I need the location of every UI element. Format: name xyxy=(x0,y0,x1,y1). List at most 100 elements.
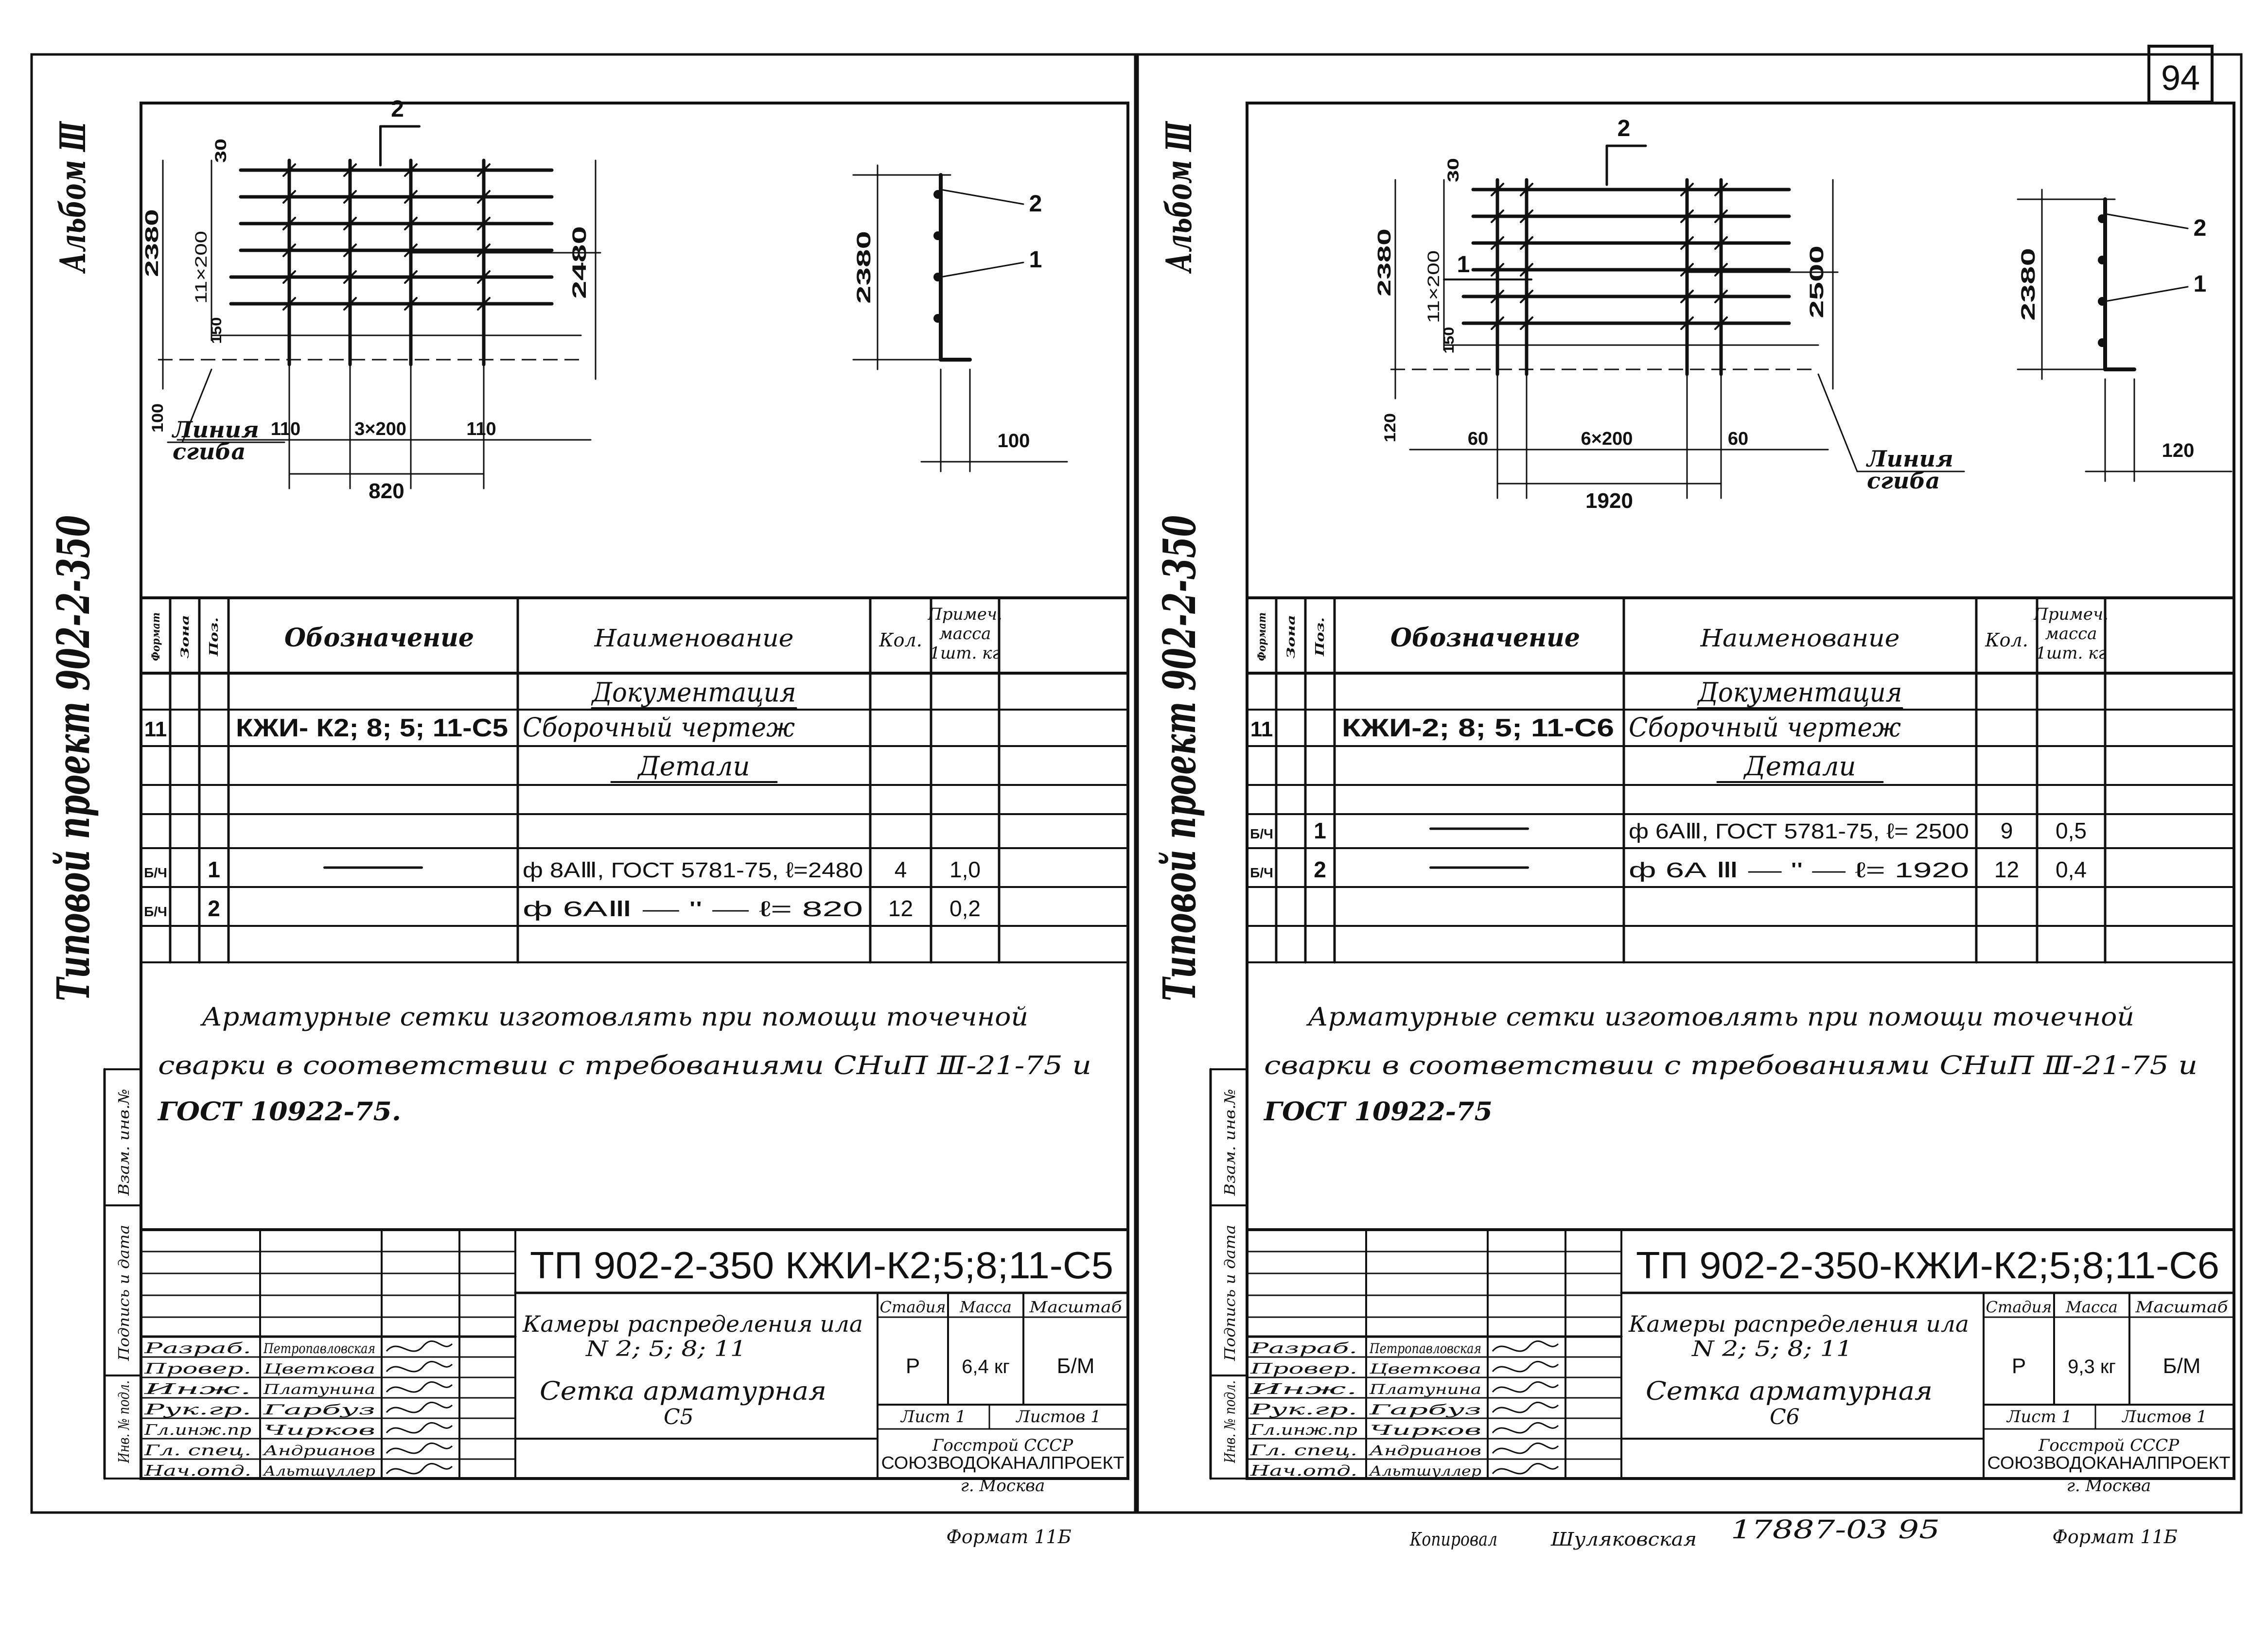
dim-30: 30 xyxy=(1444,158,1462,182)
mass-label: Масса xyxy=(959,1298,1012,1316)
margin-label-replace: Взам. инв.№ xyxy=(1222,1089,1239,1196)
callout-side-1: 1 xyxy=(1029,247,1042,273)
album-label: Альбом Ⅲ xyxy=(52,121,93,274)
dim-profile-height: 2380 xyxy=(853,231,875,304)
dim-width: 820 xyxy=(369,479,404,503)
copied-name: Шуляковская xyxy=(1550,1529,1697,1550)
dim-low: 100 xyxy=(149,403,166,433)
person-name: Андрианов xyxy=(1368,1443,1481,1459)
person-role: Нач.отд. xyxy=(144,1462,251,1479)
row-qty: 12 xyxy=(888,896,913,921)
header-zone: Зона xyxy=(1285,615,1298,659)
person-role: Рук.гр. xyxy=(143,1401,251,1418)
dim-edge-right: 110 xyxy=(466,419,496,439)
row-pos: 1 xyxy=(208,857,220,882)
signature xyxy=(386,1422,453,1434)
dim-150: 150 xyxy=(1441,327,1457,354)
signature xyxy=(386,1462,453,1475)
header-note-3: 1шт. кг xyxy=(2036,644,2106,663)
drawing-code: ТП 902-2-350 КЖИ-К2;5;8;11-С5 xyxy=(530,1244,1113,1287)
dim-30: 30 xyxy=(212,139,229,163)
row-name: Сборочный чертеж xyxy=(523,712,795,743)
callout-side-2: 2 xyxy=(2194,215,2207,241)
callout-side-2: 2 xyxy=(1029,191,1042,217)
row-name: ф 8АⅢ, ГОСТ 5781-75, ℓ=2480 xyxy=(523,858,863,882)
row-format: Б/Ч xyxy=(1250,826,1273,841)
header-pos: Поз. xyxy=(1313,617,1327,657)
sheets-count: Листов 1 xyxy=(2121,1407,2207,1427)
object-name: Камеры распределения ила xyxy=(522,1311,863,1337)
signature xyxy=(386,1381,453,1393)
org-city: г. Москва xyxy=(2067,1476,2151,1496)
person-role: Провер. xyxy=(1249,1360,1357,1377)
header-note-1: Примеч. xyxy=(927,605,1002,624)
row-note: 0,5 xyxy=(2056,818,2087,843)
row-pos: 2 xyxy=(1314,857,1326,882)
row-note: 0,2 xyxy=(949,896,981,921)
header-qty: Кол. xyxy=(1985,629,2028,651)
scale-value: Б/М xyxy=(1057,1354,1095,1378)
signature xyxy=(386,1401,453,1413)
dim-spacing: 6×200 xyxy=(1581,429,1633,449)
callout-left-1: 1 xyxy=(1457,252,1470,278)
item-code: С6 xyxy=(1770,1405,1800,1429)
signature xyxy=(386,1340,453,1352)
row-note: 0,4 xyxy=(2056,857,2087,882)
row-note: 1,0 xyxy=(949,857,981,882)
dim-overall-height: 2480 xyxy=(569,226,590,299)
row-pos: 1 xyxy=(1314,818,1326,843)
person-name: Андрианов xyxy=(262,1443,375,1459)
header-qty: Кол. xyxy=(879,629,922,651)
dim-profile-width: 100 xyxy=(998,430,1030,452)
header-zone: Зона xyxy=(179,615,192,659)
signature xyxy=(1492,1442,1559,1454)
header-name: Наименование xyxy=(1700,624,1899,652)
page-number: 94 xyxy=(2161,59,2200,98)
row-name: ф 6А Ⅲ — " — ℓ= 1920 xyxy=(1629,858,1969,882)
section-details: Детали xyxy=(637,751,750,782)
dim-overall-height: 2500 xyxy=(1806,245,1828,318)
person-role: Гл.инж.пр xyxy=(1250,1422,1357,1439)
row-format: 11 xyxy=(144,717,167,741)
row-qty: 12 xyxy=(1994,857,2019,882)
person-role: Нач.отд. xyxy=(1250,1462,1357,1479)
note-line-2: сварки в соответствии с требованиями СНи… xyxy=(1264,1051,2198,1080)
mass-label: Масса xyxy=(2065,1298,2118,1316)
signature xyxy=(1492,1462,1559,1475)
person-role: Гл. спец. xyxy=(143,1442,251,1459)
org-city: г. Москва xyxy=(961,1476,1045,1496)
item-name: Сетка арматурная xyxy=(540,1377,826,1406)
row-qty: 4 xyxy=(895,857,907,882)
dim-2380: 2380 xyxy=(1374,228,1395,296)
doc-number: 17887-03 95 xyxy=(1731,1515,1940,1545)
row-name: ф 6АⅢ — " — ℓ= 820 xyxy=(523,897,863,921)
object-numbers: N 2; 5; 8; 11 xyxy=(1691,1337,1852,1361)
scale-label: Масштаб xyxy=(1029,1298,1122,1316)
person-role: Гл.инж.пр xyxy=(144,1422,251,1439)
mass-value: 6,4 кг xyxy=(962,1356,1010,1377)
bend-label-1: Линия xyxy=(1866,446,1953,472)
section-details: Детали xyxy=(1743,751,1856,782)
section-docs: Документация xyxy=(591,677,796,708)
dim-profile-width: 120 xyxy=(2162,440,2195,461)
person-name: Чирков xyxy=(264,1422,375,1438)
person-name: Петропавловская xyxy=(1369,1340,1481,1357)
format-label: Формат 11Б xyxy=(2052,1526,2177,1548)
note-line-3: ГОСТ 10922-75. xyxy=(157,1097,401,1127)
row-pos: 2 xyxy=(208,896,220,921)
stage-label: Стадия xyxy=(1986,1298,2052,1316)
signature xyxy=(386,1360,453,1373)
callout-top-2: 2 xyxy=(391,96,404,122)
row-qty: 9 xyxy=(2001,818,2013,843)
row-designation: КЖИ-2; 8; 5; 11-С6 xyxy=(1342,714,1614,742)
section-docs: Документация xyxy=(1697,677,1902,708)
dim-edge-left: 110 xyxy=(271,419,300,439)
header-format: Формат xyxy=(150,612,162,661)
dim-spacing: 3×200 xyxy=(354,419,406,439)
person-name: Петропавловская xyxy=(263,1340,375,1357)
format-label: Формат 11Б xyxy=(946,1526,1071,1548)
header-format: Формат xyxy=(1256,612,1268,661)
